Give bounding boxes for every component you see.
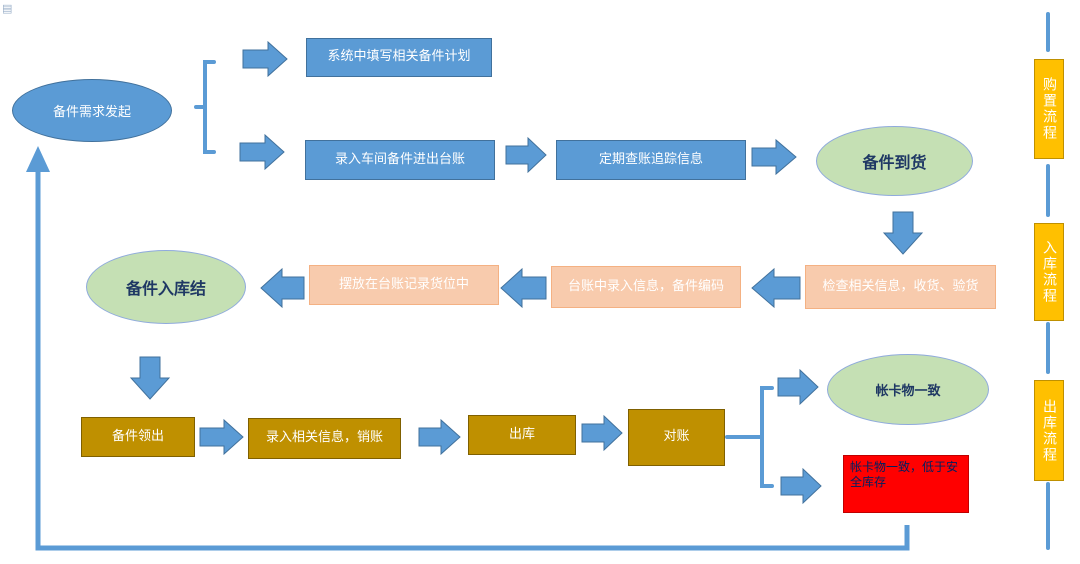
arrow-right-to-outbound xyxy=(418,418,461,456)
phase-inbound: 入库流程 xyxy=(1034,223,1064,321)
node-low-stock-label: 帐卡物一致，低于安全库存 xyxy=(850,460,959,489)
node-ledger-code-label: 台账中录入信息，备件编码 xyxy=(567,278,724,294)
brace-start xyxy=(194,60,216,154)
node-start-label: 备件需求发起 xyxy=(52,105,131,120)
node-plan-label: 系统中填写相关备件计划 xyxy=(327,49,471,65)
node-stock-done: 备件入库结 xyxy=(86,250,246,324)
node-ledger-in: 录入车间备件进出台账 xyxy=(305,140,495,180)
node-arrive: 备件到货 xyxy=(816,126,973,196)
node-place: 摆放在台账记录货位中 xyxy=(309,265,499,305)
node-outbound-label: 出库 xyxy=(508,426,535,442)
node-arrive-label: 备件到货 xyxy=(862,153,927,172)
arrow-left-to-stock-done xyxy=(260,267,305,309)
phase-purchase: 购置流程 xyxy=(1034,59,1064,159)
return-path xyxy=(35,165,910,551)
node-check: 检查相关信息，收货、验货 xyxy=(805,265,996,309)
node-check-label: 检查相关信息，收货、验货 xyxy=(822,278,979,294)
phase-outbound: 出库流程 xyxy=(1034,380,1064,481)
document-icon: ▤ xyxy=(2,2,13,15)
phase-inbound-label: 入库流程 xyxy=(1041,240,1057,304)
node-plan: 系统中填写相关备件计划 xyxy=(306,38,492,77)
node-issue: 备件领出 xyxy=(81,417,195,457)
arrow-right-to-reconcile xyxy=(581,414,623,452)
arrow-right-to-arrive xyxy=(751,138,797,176)
node-issue-label: 备件领出 xyxy=(111,428,164,444)
node-match-label: 帐卡物一致 xyxy=(875,384,941,399)
arrow-right-to-record xyxy=(199,418,244,456)
arrow-left-to-place xyxy=(500,267,547,309)
node-track: 定期查账追踪信息 xyxy=(556,140,746,180)
arrow-right-to-track xyxy=(505,136,547,174)
arrow-right-to-plan xyxy=(242,40,288,78)
node-place-label: 摆放在台账记录货位中 xyxy=(338,276,469,292)
arrow-right-to-low-stock xyxy=(780,467,822,505)
arrow-down-to-check xyxy=(882,211,924,255)
brace-reconcile xyxy=(725,386,774,488)
node-record-cancel: 录入相关信息，销账 xyxy=(248,418,401,459)
node-reconcile: 对账 xyxy=(628,409,725,466)
node-track-label: 定期查账追踪信息 xyxy=(598,151,703,167)
node-ledger-in-label: 录入车间备件进出台账 xyxy=(334,151,465,167)
node-low-stock: 帐卡物一致，低于安全库存 xyxy=(843,455,969,513)
arrow-right-to-match xyxy=(777,368,819,406)
arrow-right-to-ledger xyxy=(239,133,285,171)
node-stock-done-label: 备件入库结 xyxy=(125,279,206,298)
node-outbound: 出库 xyxy=(468,415,576,455)
node-ledger-code: 台账中录入信息，备件编码 xyxy=(551,266,741,308)
node-reconcile-label: 对账 xyxy=(663,429,690,445)
arrow-left-to-ledger-code xyxy=(751,267,801,309)
node-start: 备件需求发起 xyxy=(12,79,172,142)
node-match: 帐卡物一致 xyxy=(827,354,989,425)
arrow-down-to-issue xyxy=(129,356,171,400)
phase-outbound-label: 出库流程 xyxy=(1041,398,1057,463)
return-arrowhead xyxy=(26,146,50,172)
phase-purchase-label: 购置流程 xyxy=(1041,77,1057,141)
node-record-cancel-label: 录入相关信息，销账 xyxy=(265,430,383,446)
